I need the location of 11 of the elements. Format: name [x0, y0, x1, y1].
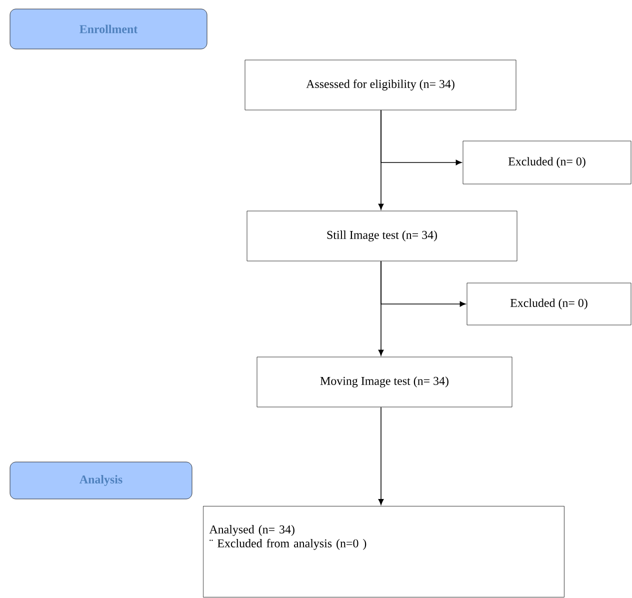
process-box: Excluded (n= 0) — [462, 140, 632, 184]
stage-label: Analysis — [10, 462, 192, 500]
process-box: Still Image test (n= 34) — [246, 210, 518, 262]
arrow — [380, 110, 462, 166]
process-box: Excluded (n= 0) — [466, 282, 632, 326]
arrow — [378, 406, 384, 505]
process-box: Moving Image test (n= 34) — [256, 356, 512, 408]
process-box: Assessed for eligibility (n= 34) — [244, 60, 516, 110]
arrow — [380, 260, 466, 307]
process-box: Analysed (n= 34) ¨ Excluded from analysis (n=0 ) — [203, 506, 564, 598]
stage-label: Enrollment — [10, 8, 208, 50]
